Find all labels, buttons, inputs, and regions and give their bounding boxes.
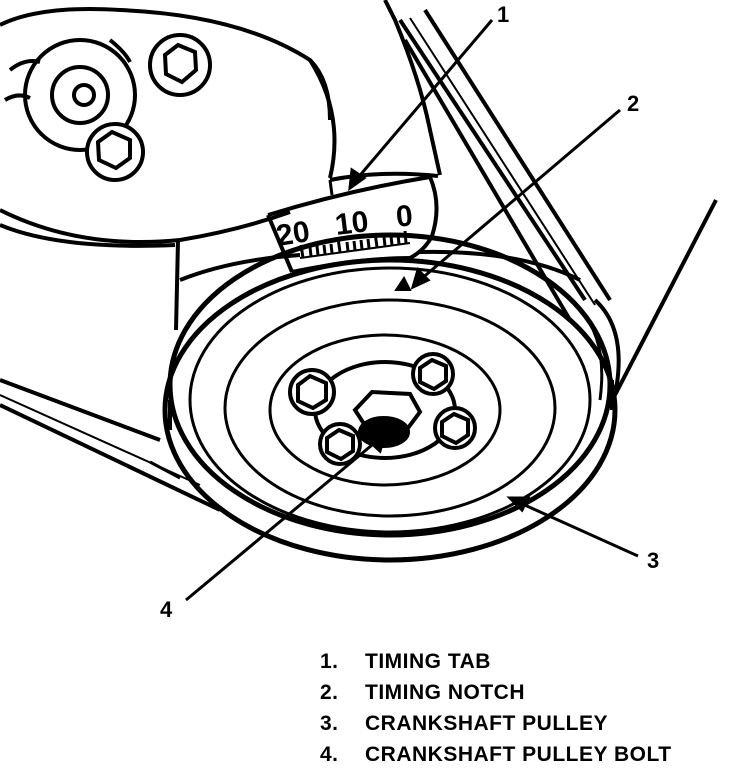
callout-number-3: 3 bbox=[647, 548, 659, 573]
legend-label: CRANKSHAFT PULLEY bbox=[365, 712, 608, 735]
callout-leader-4 bbox=[185, 430, 388, 602]
legend-label: CRANKSHAFT PULLEY BOLT bbox=[365, 743, 672, 766]
callout-leader-1 bbox=[348, 19, 494, 192]
legend-item-timing-tab: 1. TIMING TAB bbox=[320, 646, 672, 677]
housing-bolt-lower bbox=[85, 122, 145, 182]
crankshaft-pulley bbox=[162, 232, 618, 563]
callout-number-4: 4 bbox=[160, 597, 173, 622]
pulley-bolt-2 bbox=[411, 352, 455, 396]
timing-scale-mark-0: 0 bbox=[395, 199, 415, 233]
drive-belt-left bbox=[0, 378, 221, 512]
callout-leader-3 bbox=[506, 496, 639, 558]
legend-number: 1. bbox=[320, 650, 339, 673]
legend-number: 4. bbox=[320, 743, 339, 766]
timing-notch bbox=[394, 276, 412, 291]
legend-number: 3. bbox=[320, 712, 339, 735]
engine-illustration: 20 10 0 1 2 3 4 bbox=[0, 0, 718, 622]
drive-belt-right bbox=[398, 8, 718, 401]
pulley-bolt-1 bbox=[288, 368, 336, 416]
pulley-bolt-3 bbox=[318, 422, 362, 466]
housing-bolt-upper bbox=[148, 33, 212, 97]
legend-label: TIMING NOTCH bbox=[365, 681, 525, 704]
legend-item-timing-notch: 2. TIMING NOTCH bbox=[320, 677, 672, 708]
legend-number: 2. bbox=[320, 681, 339, 704]
callout-number-1: 1 bbox=[497, 2, 509, 27]
timing-scale-ticks bbox=[299, 230, 411, 259]
legend-item-crankshaft-pulley: 3. CRANKSHAFT PULLEY bbox=[320, 708, 672, 739]
timing-tab bbox=[266, 171, 439, 274]
callout-leader-2 bbox=[410, 108, 621, 290]
legend-label: TIMING TAB bbox=[365, 650, 491, 673]
parts-legend: 1. TIMING TAB 2. TIMING NOTCH 3. CRANKSHAFT… bbox=[320, 646, 672, 770]
water-pump-hub bbox=[3, 38, 137, 152]
callout-number-2: 2 bbox=[627, 91, 639, 116]
timing-scale-mark-20: 20 bbox=[274, 215, 312, 253]
legend-item-crankshaft-pulley-bolt: 4. CRANKSHAFT PULLEY BOLT bbox=[320, 739, 672, 770]
pulley-bolt-4 bbox=[433, 406, 477, 450]
timing-scale-mark-10: 10 bbox=[333, 205, 370, 242]
engine-housing bbox=[0, 0, 442, 331]
crankshaft-pulley-bolt bbox=[352, 389, 423, 448]
